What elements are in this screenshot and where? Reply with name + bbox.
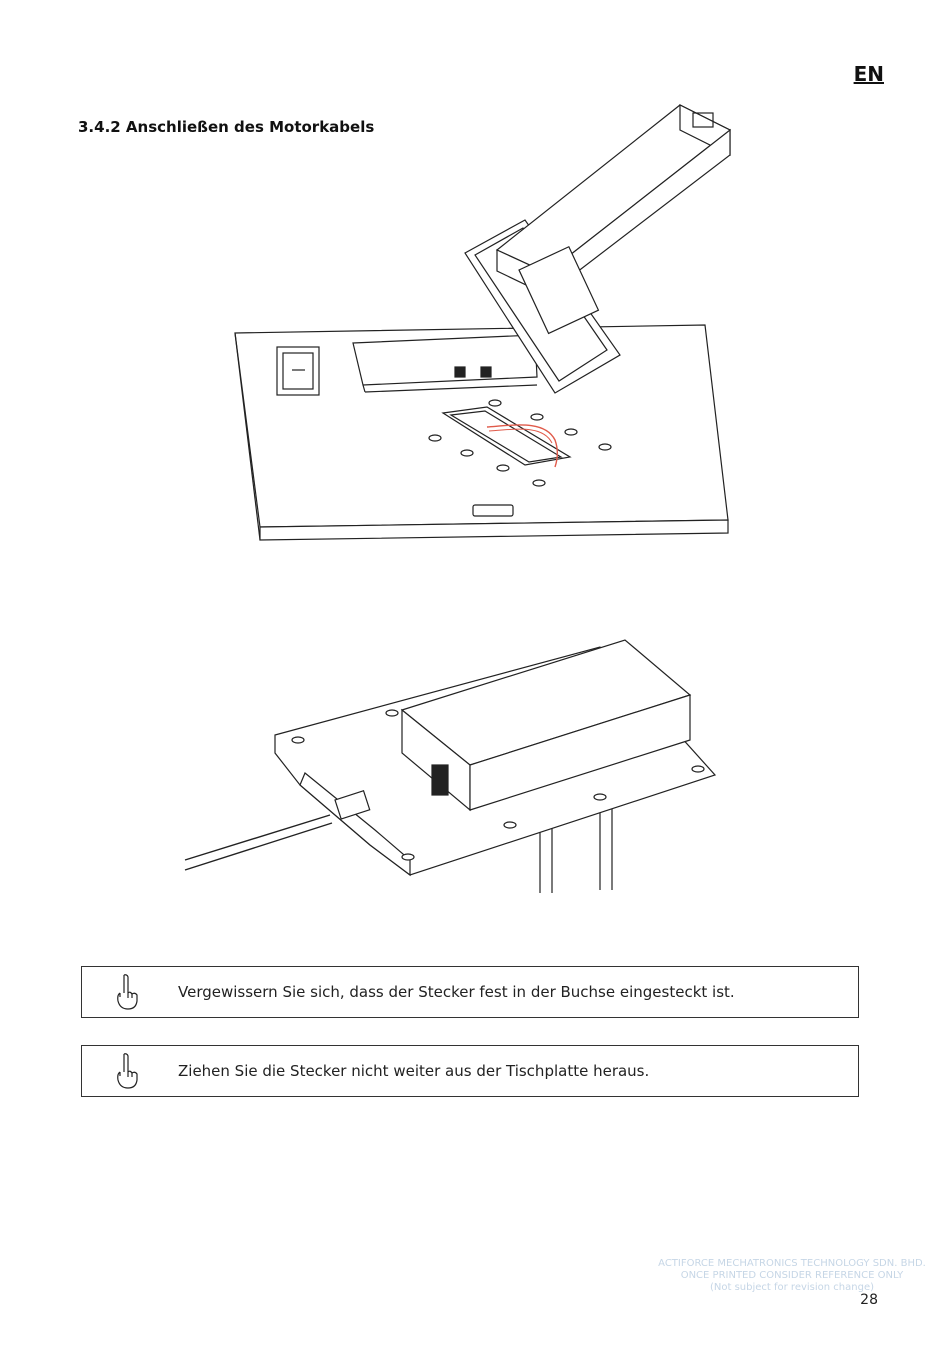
note-box: Ziehen Sie die Stecker nicht weiter aus … — [81, 1045, 859, 1097]
pointing-hand-icon — [117, 1053, 138, 1089]
control-box-cable-drawing — [184, 639, 717, 893]
watermark-line: ACTIFORCE MECHATRONICS TECHNOLOGY SDN. B… — [658, 1258, 926, 1269]
language-label: EN — [853, 62, 884, 86]
watermark: ACTIFORCE MECHATRONICS TECHNOLOGY SDN. B… — [652, 1258, 932, 1294]
watermark-line: (Not subject for revision change) — [709, 1282, 875, 1293]
pointing-hand-icon — [117, 974, 138, 1010]
section-title: 3.4.2 Anschließen des Motorkabels — [78, 118, 375, 136]
note-text: Ziehen Sie die Stecker nicht weiter aus … — [178, 1062, 650, 1080]
tabletop-bracket-drawing — [234, 104, 732, 541]
page-number: 28 — [860, 1292, 878, 1308]
note-box: Vergewissern Sie sich, dass der Stecker … — [81, 966, 859, 1018]
note-text: Vergewissern Sie sich, dass der Stecker … — [178, 983, 735, 1001]
watermark-line: ONCE PRINTED CONSIDER REFERENCE ONLY — [680, 1270, 904, 1281]
